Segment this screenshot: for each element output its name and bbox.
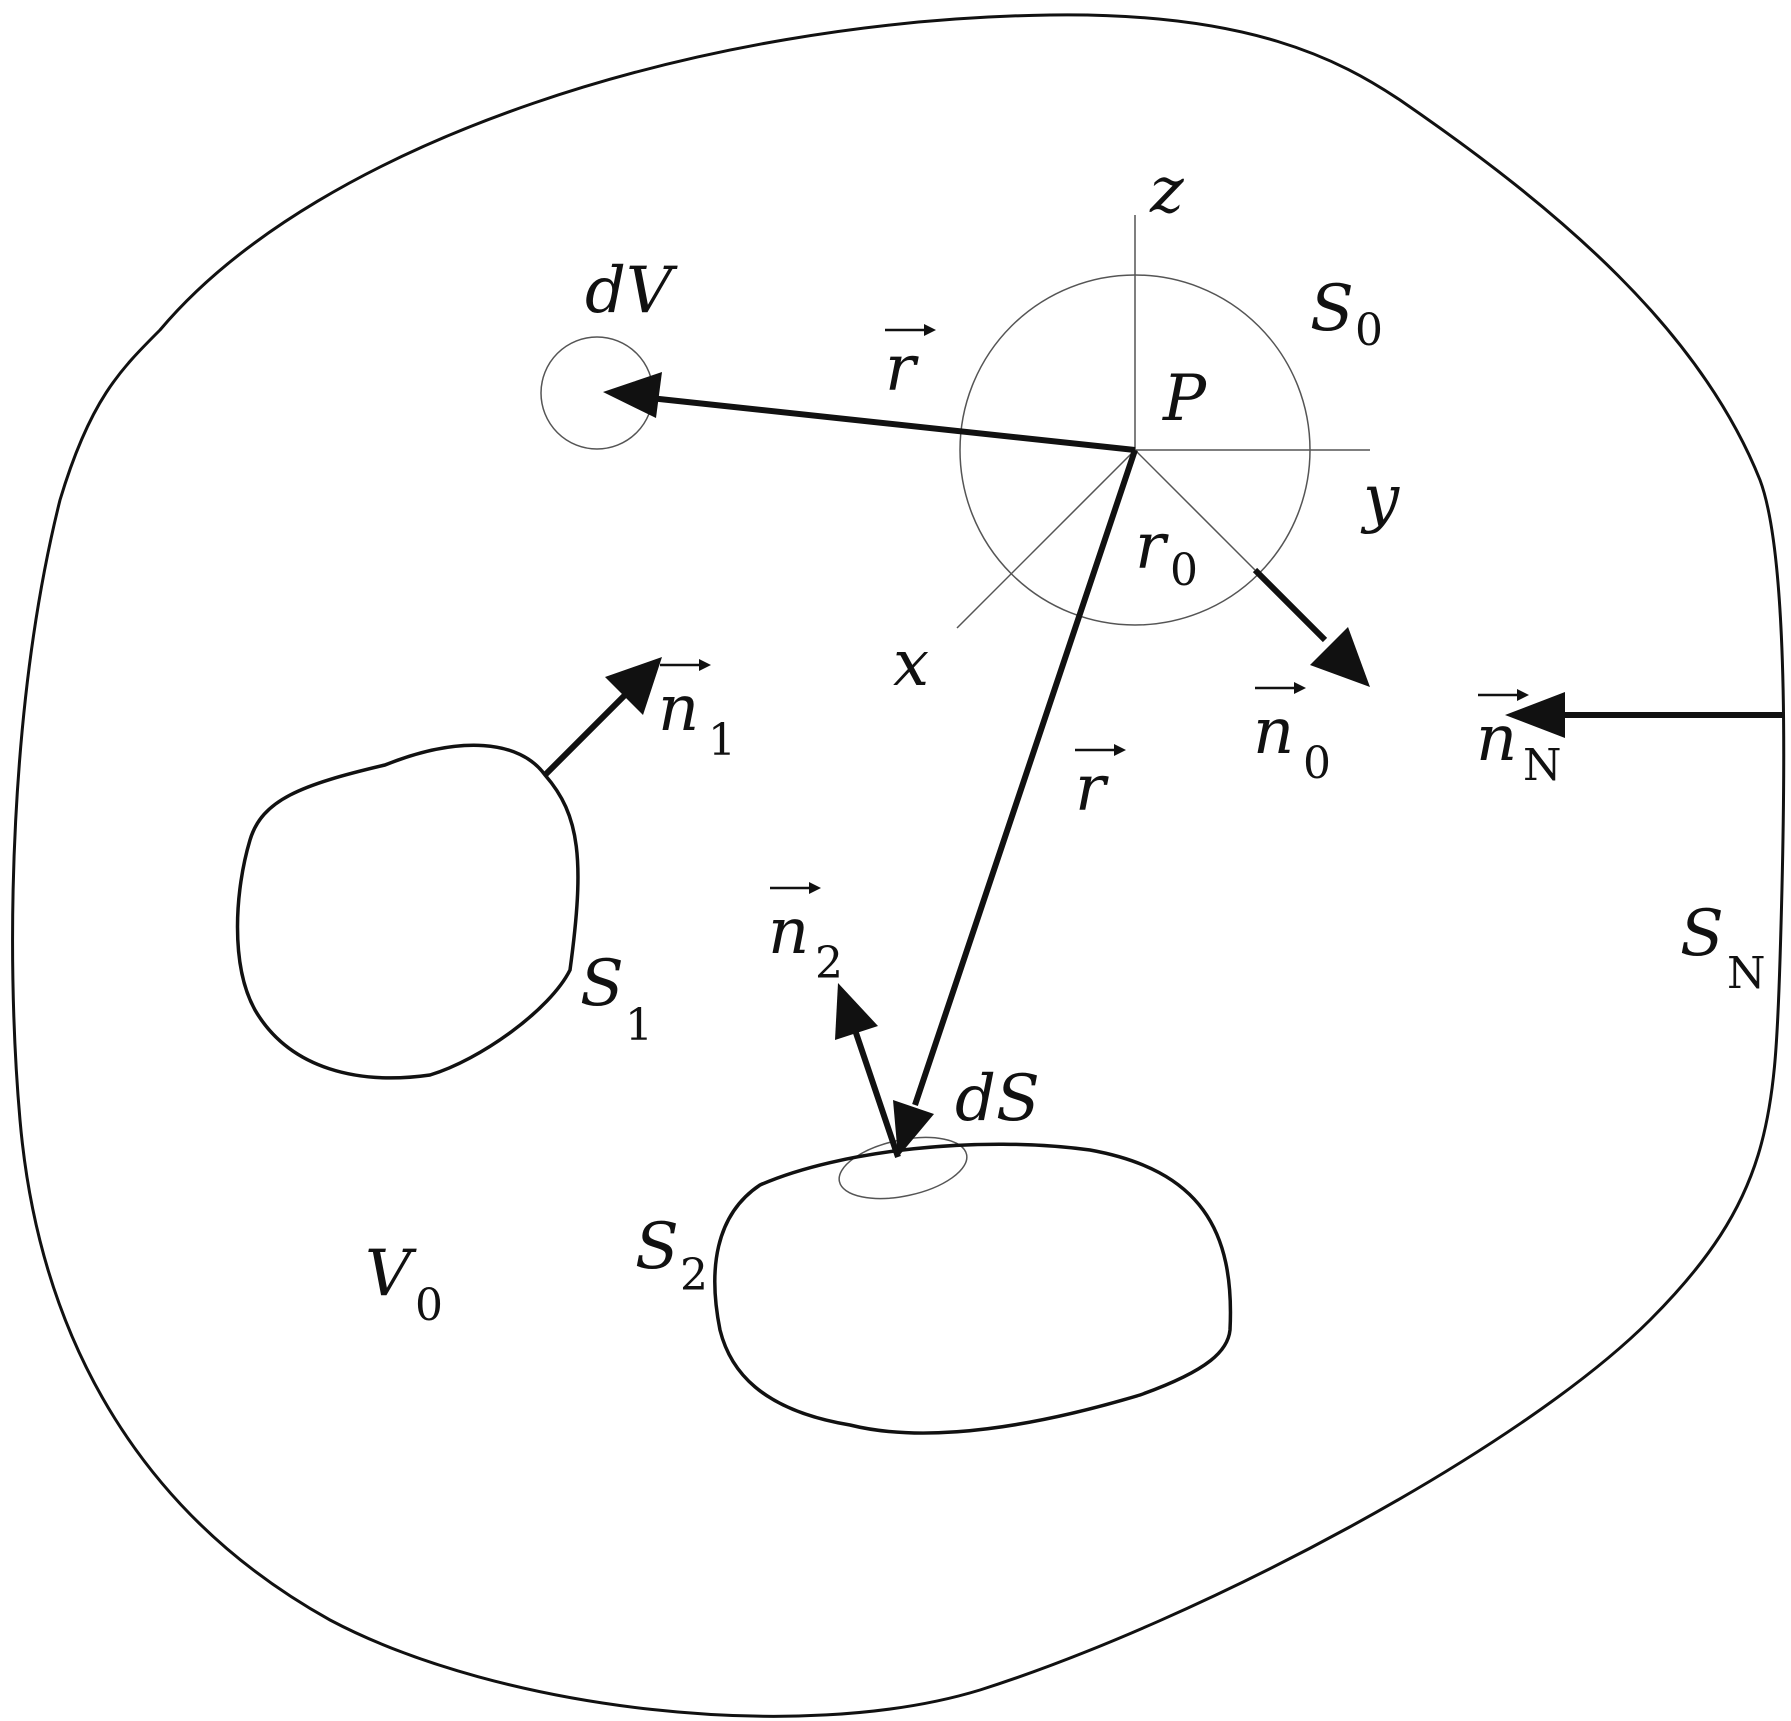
label-S1: S <box>580 947 624 1021</box>
overarrow-n0 <box>1255 682 1306 694</box>
label-r-mid: r <box>1075 752 1109 826</box>
label-r0: r <box>1135 510 1169 584</box>
inner-boundary-S2 <box>713 1142 1233 1435</box>
normal-n2-shaft <box>852 1029 901 1158</box>
label-y: y <box>1360 462 1400 536</box>
overarrow-r-top <box>885 324 936 336</box>
normal-n2-arrowhead <box>835 983 878 1040</box>
label-nN: n <box>1476 702 1517 776</box>
label-n2-subscript: 2 <box>815 938 843 989</box>
label-x: x <box>893 627 929 701</box>
overarrow-n1 <box>660 659 711 671</box>
label-S2: S <box>635 1210 679 1284</box>
label-S0-subscript: 0 <box>1355 305 1383 356</box>
label-n1: n <box>658 672 699 746</box>
overarrow-n2 <box>770 882 821 894</box>
label-n1-subscript: 1 <box>708 715 736 766</box>
label-V0-subscript: 0 <box>415 1280 443 1331</box>
arrowhead-r-to-dV <box>603 372 662 418</box>
vector-r-to-dS <box>912 449 1138 1106</box>
outer-boundary-SN <box>11 13 1786 1718</box>
x-axis <box>956 449 1136 629</box>
normal-nN-arrowhead <box>1505 692 1565 738</box>
normal-n1-shaft <box>542 687 633 778</box>
normal-n0-shaft <box>1252 567 1328 643</box>
label-P: P <box>1162 362 1207 436</box>
overarrow-nN <box>1478 689 1529 701</box>
label-dS: dS <box>955 1062 1040 1136</box>
label-V0: V <box>365 1237 417 1311</box>
normal-n0-arrowhead <box>1310 627 1370 687</box>
overarrow-r-mid <box>1075 744 1126 756</box>
label-S2-subscript: 2 <box>680 1250 708 1301</box>
vector-r-to-dV <box>649 395 1136 453</box>
label-SN-subscript: N <box>1727 948 1766 999</box>
label-n0-subscript: 0 <box>1303 738 1331 789</box>
normal-n1-arrowhead <box>605 657 662 715</box>
label-n2: n <box>768 895 809 969</box>
label-nN-subscript: N <box>1523 740 1562 791</box>
label-z: z <box>1149 154 1185 228</box>
label-r0-subscript: 0 <box>1170 545 1198 596</box>
arrowhead-r-to-dS <box>893 1100 934 1157</box>
label-n0: n <box>1253 695 1294 769</box>
label-S1-subscript: 1 <box>625 1000 653 1051</box>
label-SN: S <box>1680 897 1724 971</box>
label-S0: S <box>1310 272 1354 346</box>
r0-radius <box>1134 449 1256 571</box>
inner-boundary-S1 <box>235 743 580 1080</box>
label-r-top: r <box>885 332 919 406</box>
label-dV: dV <box>585 254 678 328</box>
